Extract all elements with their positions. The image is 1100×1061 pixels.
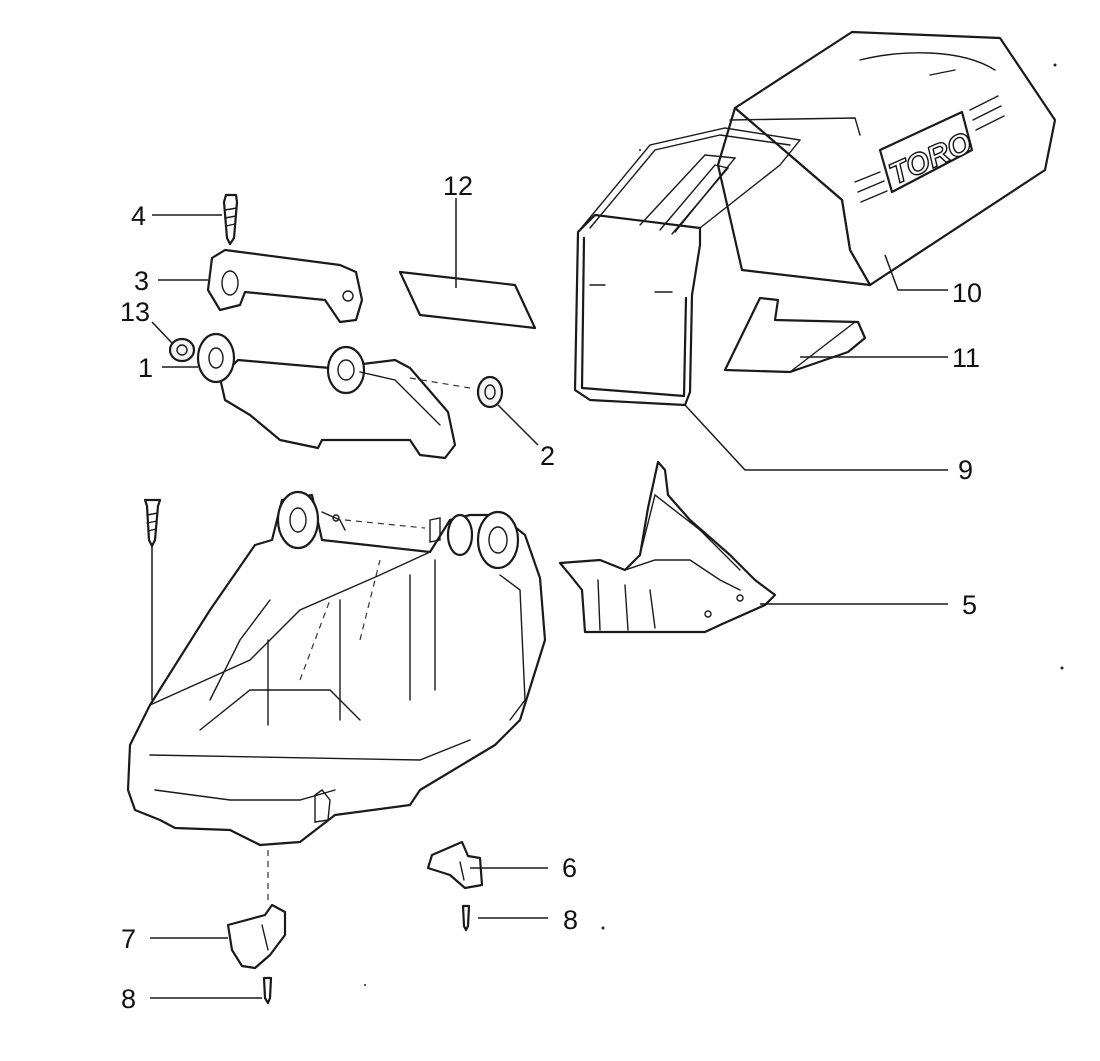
- callout-12: 12: [443, 171, 473, 201]
- part-4-screw: [152, 193, 239, 246]
- part-3-upper-bracket: [158, 248, 364, 324]
- callout-6: 6: [562, 853, 577, 883]
- scan-specks: [364, 63, 1064, 986]
- callout-4: 4: [131, 201, 146, 231]
- mower-deck-housing: [126, 490, 547, 847]
- callout-10: 10: [952, 278, 982, 308]
- part-11-deflector: [723, 296, 948, 374]
- part-13-spacer: [151, 321, 196, 363]
- part-5-baffle: [558, 460, 948, 634]
- part-12-decal: [398, 198, 537, 330]
- callout-3: 3: [134, 266, 149, 296]
- callout-13: 13: [120, 297, 150, 327]
- part-7-lower-clip: [150, 850, 287, 970]
- callout-2: 2: [540, 441, 555, 471]
- part-2-bushing: [476, 375, 539, 446]
- callout-1: 1: [138, 353, 153, 383]
- callout-labels: 4 3 13 1 2 12 10 11 9 5 6 8 7 8: [120, 171, 982, 1014]
- part-8-screw-bottom: [150, 976, 273, 1005]
- callout-8-right: 8: [563, 905, 578, 935]
- part-6-clip: [426, 840, 548, 890]
- part-9-bag-frame: [573, 117, 948, 471]
- callout-7: 7: [121, 924, 136, 954]
- part-1-main-bracket: [162, 332, 471, 460]
- part-8-screw-right: [461, 904, 548, 932]
- callout-5: 5: [962, 590, 977, 620]
- callout-11: 11: [952, 343, 980, 373]
- callout-9: 9: [958, 455, 973, 485]
- part-10-grass-bag: TORO: [716, 30, 1057, 291]
- callout-8-bottom: 8: [121, 984, 136, 1014]
